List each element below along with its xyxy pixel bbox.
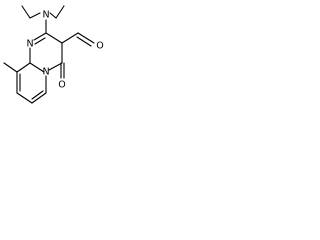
bond-c9a-c9 [16, 62, 31, 73]
atom-label-aldehyde-o: O [96, 41, 103, 52]
molecule-structure-diagram: N N N O O [3, 5, 104, 104]
bond-c7-c6 [31, 92, 47, 104]
aldehyde-group [61, 32, 95, 47]
pyrimidinone-ring [29, 32, 63, 73]
ketone-group [60, 62, 65, 79]
bond-n1-c2 [33, 32, 47, 41]
atom-label-ketone-o: O [58, 80, 65, 91]
bond-c9-methyl [3, 62, 18, 73]
bond-c4-n5 [48, 62, 63, 71]
bond-cho-o-double [76, 36, 92, 47]
bond-ethyl2-terminal [55, 5, 65, 19]
bond-n5-c9a [29, 62, 45, 73]
diethylamino-group [21, 5, 65, 34]
bond-ethyl2-ch2 [49, 12, 57, 19]
bond-c2-c3 [45, 32, 63, 44]
bond-c8-c7 [16, 92, 33, 104]
bond-ethyl1-terminal [21, 5, 31, 19]
bond-c7-c6-double [31, 90, 44, 100]
atom-label-ring-n-top: N [26, 39, 33, 50]
bond-n1-c2-double [34, 37, 46, 45]
atom-label-amine-n: N [42, 10, 49, 21]
bond-ethyl1-ch2 [29, 12, 41, 19]
atom-label-ring-n-bottom: N [42, 67, 49, 78]
bond-c3-cho [61, 32, 79, 44]
pyridine-ring [16, 62, 47, 104]
bond-cho-o [77, 32, 95, 44]
